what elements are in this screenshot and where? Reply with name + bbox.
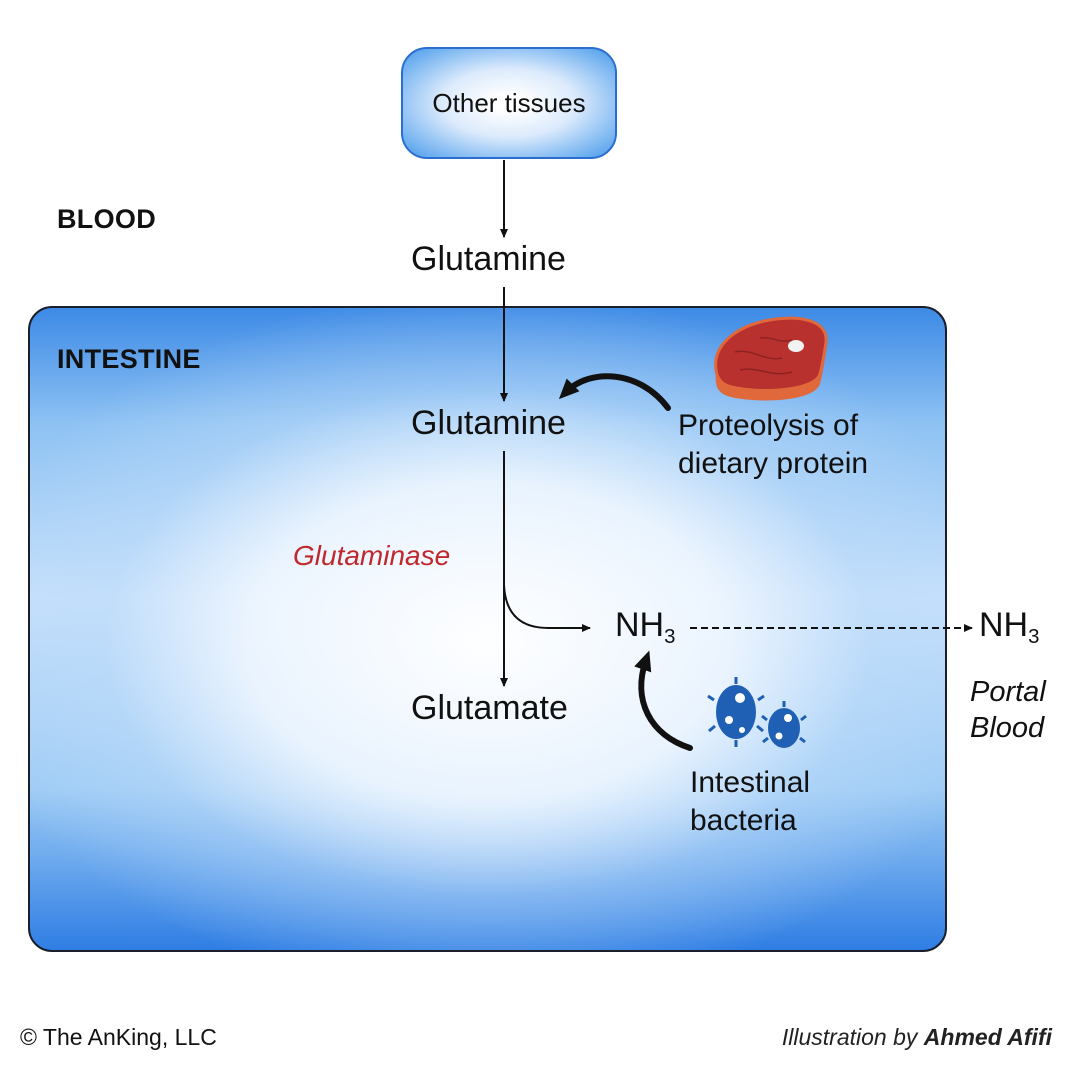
glutamate-label: Glutamate — [411, 689, 568, 727]
nh3-portal-label: NH3 — [979, 606, 1040, 649]
arrow-bacteria-to-nh3 — [634, 650, 693, 751]
portal-line2: Blood — [970, 712, 1045, 744]
intestine-region-label: INTESTINE — [57, 344, 201, 374]
arrow-branch-to-nh3 — [503, 584, 591, 632]
proteolysis-line1: Proteolysis of — [678, 409, 859, 442]
steak-icon — [714, 316, 828, 401]
proteolysis-label: Proteolysis of dietary protein — [678, 407, 868, 483]
glutamine-intestine-label: Glutamine — [411, 404, 566, 442]
credit-illustrator: Ahmed Afifi — [923, 1024, 1052, 1050]
bacteria-icon — [707, 677, 807, 748]
glutaminase-label: Glutaminase — [293, 540, 451, 571]
proteolysis-line2: dietary protein — [678, 447, 869, 480]
bacteria-line1: Intestinal — [690, 766, 811, 799]
portal-blood-label: Portal Blood — [970, 674, 1046, 746]
bacteria-line2: bacteria — [690, 804, 797, 837]
glutamine-blood-label: Glutamine — [411, 240, 566, 278]
other-tissues-box: Other tissues — [401, 47, 617, 159]
copyright-text: © The AnKing, LLC — [20, 1024, 217, 1050]
illustration-credit: Illustration by Ahmed Afifi — [782, 1024, 1052, 1051]
other-tissues-label: Other tissues — [432, 87, 586, 118]
blood-region-label: BLOOD — [57, 204, 156, 234]
arrow-proteolysis-to-glutamine — [558, 373, 671, 411]
credit-prefix: Illustration by — [781, 1024, 918, 1050]
portal-line1: Portal — [970, 676, 1046, 708]
nh3-intestine-label: NH3 — [615, 606, 676, 649]
bacteria-label: Intestinal bacteria — [690, 764, 810, 840]
